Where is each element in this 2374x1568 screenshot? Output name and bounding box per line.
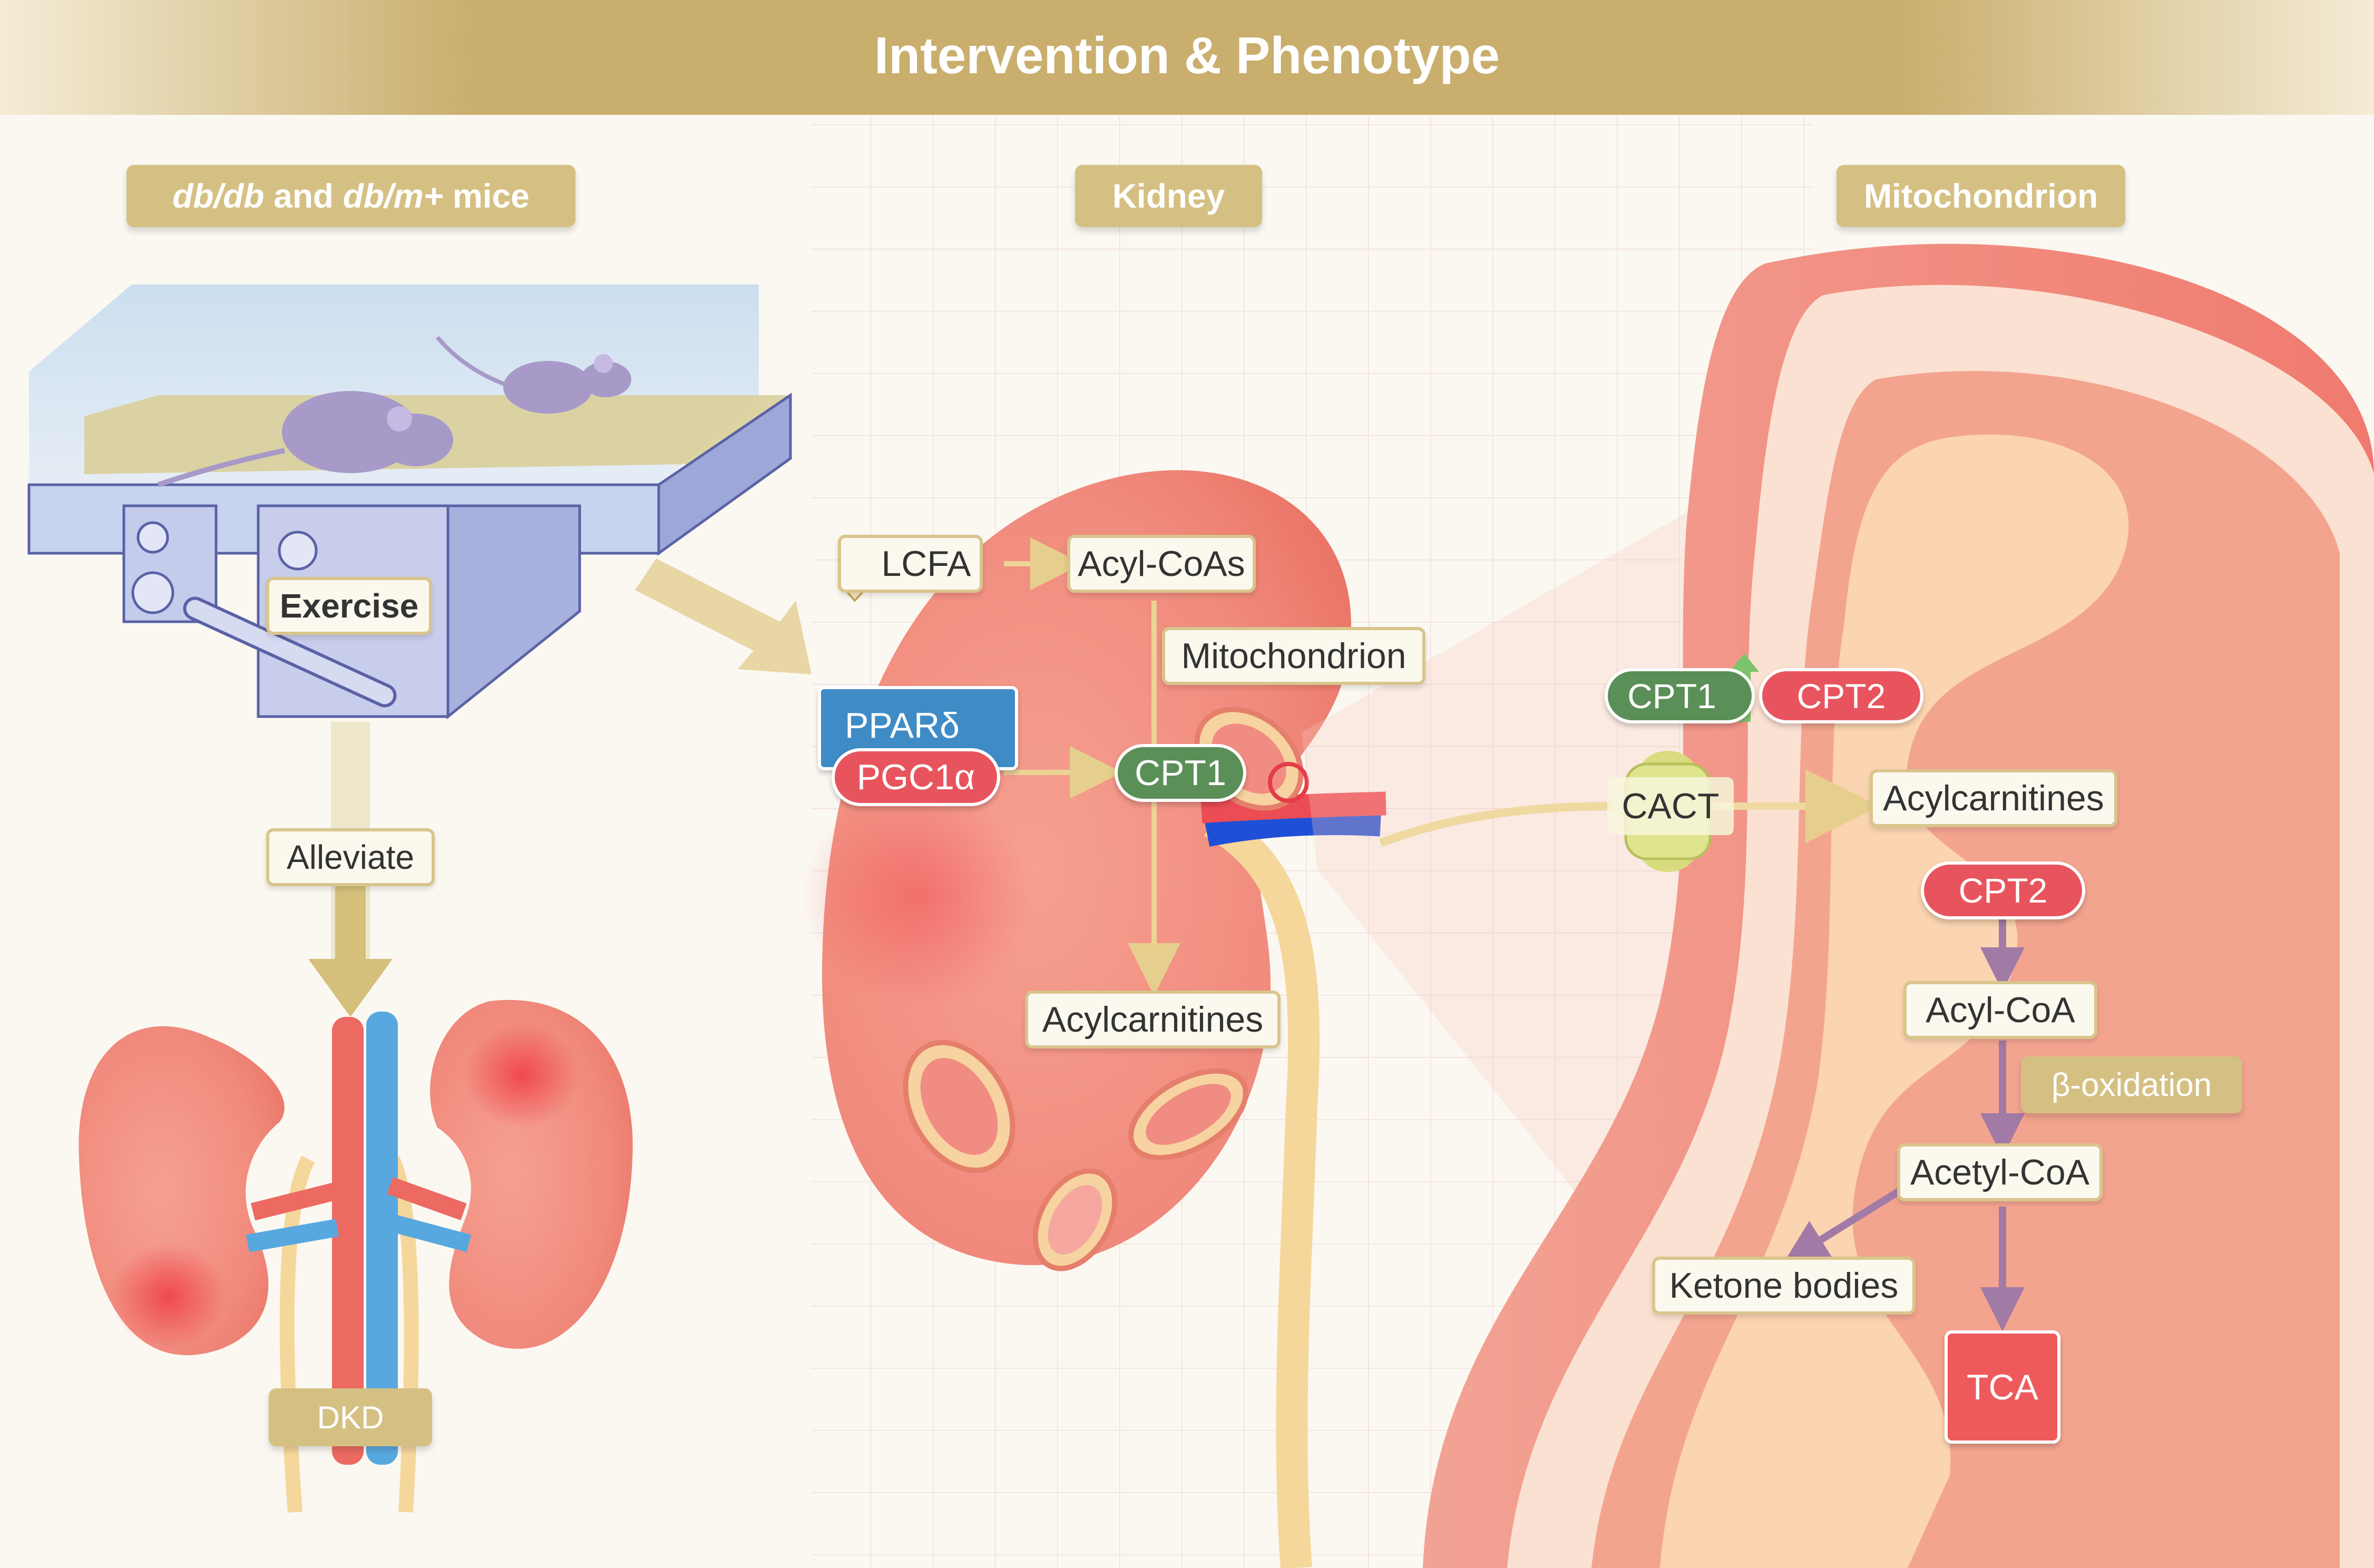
exercise-label: Exercise: [266, 577, 432, 635]
mice-strain-1: db/db: [172, 177, 265, 215]
ketone-bodies-label: Ketone bodies: [1652, 1257, 1916, 1315]
lcfa-label: LCFA: [838, 535, 983, 593]
acetyl-coa-label: Acetyl-CoA: [1897, 1143, 2103, 1201]
tca-label: TCA: [1945, 1330, 2060, 1444]
dkd-label: DKD: [269, 1388, 432, 1446]
exercise-to-kidney-arrow: [635, 558, 812, 674]
kidney-acylcarnitines-label: Acylcarnitines: [1025, 991, 1281, 1048]
section-label-mice: db/db and db/m+ mice: [126, 165, 575, 227]
mice-joiner: and: [264, 177, 343, 215]
section-label-kidney: Kidney: [1075, 165, 1262, 227]
kidney-mitochondrion-label: Mitochondrion: [1162, 627, 1425, 685]
cact-label: CACT: [1607, 777, 1734, 835]
kidney-cpt1-label: CPT1: [1115, 744, 1246, 802]
mice-tail: mice: [443, 177, 530, 215]
mice-strain-2: db/m+: [343, 177, 444, 215]
acyl-coa-label: Acyl-CoA: [1903, 981, 2097, 1039]
kidney-pair-illustration: [79, 999, 633, 1513]
acyl-coas-label: Acyl-CoAs: [1067, 535, 1256, 593]
kidney-illustration: [801, 470, 1386, 1568]
section-label-mitochondrion: Mitochondrion: [1836, 165, 2125, 227]
mito-cpt2-label: CPT2: [1921, 861, 2085, 919]
mito-acylcarnitines-label: Acylcarnitines: [1870, 769, 2117, 827]
mito-cpt1-label: CPT1: [1605, 668, 1755, 723]
alleviate-label: Alleviate: [266, 828, 435, 886]
header-title: Intervention & Phenotype: [874, 26, 1500, 84]
beta-oxidation-label: β-oxidation: [2021, 1056, 2242, 1113]
mito-cpt2-membrane-label: CPT2: [1759, 668, 1923, 723]
pgc1a-label: PGC1α: [832, 748, 1000, 806]
